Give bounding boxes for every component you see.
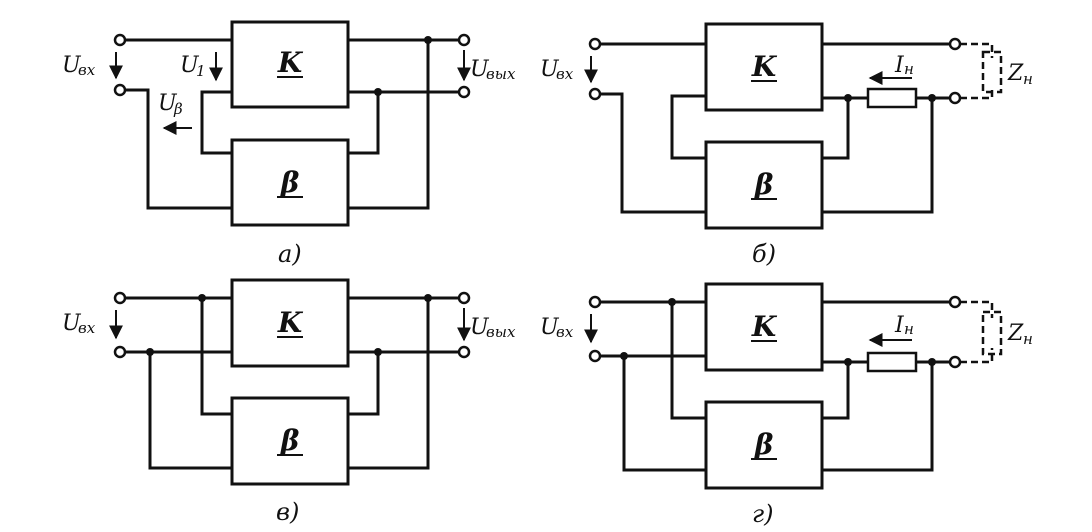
svg-text:вых: вых — [486, 65, 516, 83]
block-beta-label: β — [754, 168, 774, 201]
svg-text:Z: Z — [1007, 321, 1024, 346]
svg-text:1: 1 — [196, 62, 206, 80]
svg-text:н: н — [904, 320, 914, 338]
svg-text:U: U — [158, 91, 178, 116]
svg-text:U: U — [540, 57, 560, 82]
input-voltage-label: U вх — [540, 56, 598, 84]
input-terminal — [113, 33, 127, 47]
block-k-label: K — [751, 50, 778, 83]
junction-node — [146, 348, 154, 356]
svg-text:U: U — [470, 315, 490, 340]
output-voltage-label: U вых — [457, 50, 516, 83]
output-terminal — [457, 85, 471, 99]
block-k-label: K — [277, 306, 304, 339]
svg-text:н: н — [1023, 330, 1033, 348]
output-terminal — [948, 295, 962, 309]
svg-text:Z: Z — [1007, 61, 1024, 86]
input-terminal — [113, 291, 127, 305]
svg-text:I: I — [894, 313, 905, 338]
svg-text:н: н — [904, 60, 914, 78]
load-resistor — [866, 351, 918, 373]
feedback-block-beta — [230, 396, 350, 486]
caption-g: г) — [752, 500, 774, 528]
svg-text:вх: вх — [78, 319, 96, 337]
junction-node — [198, 294, 206, 302]
input-terminal — [588, 37, 602, 51]
svg-text:вых: вых — [486, 323, 516, 341]
amplifier-block-k — [230, 20, 350, 109]
svg-text:U: U — [180, 53, 200, 78]
output-terminal — [457, 291, 471, 305]
block-beta-label: β — [280, 424, 300, 457]
svg-text:I: I — [894, 53, 905, 78]
input-voltage-label: U вх — [540, 314, 598, 344]
output-terminal — [948, 37, 962, 51]
block-k-label: K — [277, 46, 304, 79]
block-beta-label: β — [280, 166, 300, 199]
junction-node — [424, 36, 432, 44]
svg-text:U: U — [470, 57, 490, 82]
svg-text:U: U — [540, 315, 560, 340]
diagram-g: K β Z н I н U вх г) — [540, 282, 1033, 528]
block-beta-label: β — [754, 428, 774, 461]
output-terminal — [457, 33, 471, 47]
junction-node — [928, 94, 936, 102]
load-resistor — [866, 87, 918, 109]
input-voltage-label: U вх — [62, 52, 123, 80]
junction-node — [374, 348, 382, 356]
junction-node — [620, 352, 628, 360]
junction-node — [844, 94, 852, 102]
u1-voltage-label: U 1 — [180, 52, 223, 82]
caption-b: б) — [752, 240, 776, 268]
output-voltage-label: U вых — [457, 308, 516, 342]
caption-a: а) — [278, 240, 302, 268]
output-terminal — [948, 355, 962, 369]
load-impedance: Z н — [960, 300, 1033, 364]
amplifier-block-k — [704, 282, 824, 372]
input-terminal — [113, 345, 127, 359]
feedback-block-beta — [704, 400, 824, 490]
junction-node — [668, 298, 676, 306]
svg-text:U: U — [62, 311, 82, 336]
input-terminal — [588, 295, 602, 309]
diagram-b: K β Z н I н U вх б) — [540, 22, 1033, 268]
amplifier-block-k — [704, 22, 824, 112]
output-terminal — [948, 91, 962, 105]
svg-text:вх: вх — [556, 323, 574, 341]
junction-node — [374, 88, 382, 96]
svg-text:н: н — [1023, 70, 1033, 88]
output-terminal — [457, 345, 471, 359]
diagram-a: K β U вх U 1 U β U вых а) — [62, 20, 516, 268]
svg-text:β: β — [173, 100, 183, 118]
feedback-block-beta — [704, 140, 824, 230]
junction-node — [844, 358, 852, 366]
input-terminal — [588, 349, 602, 363]
ubeta-voltage-label: U β — [158, 91, 192, 135]
caption-v: в) — [276, 498, 299, 526]
svg-text:вх: вх — [78, 61, 96, 79]
load-current-label: I н — [868, 53, 914, 85]
junction-node — [424, 294, 432, 302]
input-terminal — [588, 87, 602, 101]
block-k-label: K — [751, 310, 778, 343]
svg-text:вх: вх — [556, 65, 574, 83]
input-voltage-label: U вх — [62, 310, 123, 340]
load-current-label: I н — [868, 313, 914, 347]
load-impedance: Z н — [960, 42, 1033, 100]
feedback-block-beta — [230, 138, 350, 227]
amplifier-block-k — [230, 278, 350, 368]
diagram-v: K β U вх U вых в) — [62, 278, 516, 526]
junction-node — [928, 358, 936, 366]
input-terminal — [113, 83, 127, 97]
svg-text:U: U — [62, 53, 82, 78]
